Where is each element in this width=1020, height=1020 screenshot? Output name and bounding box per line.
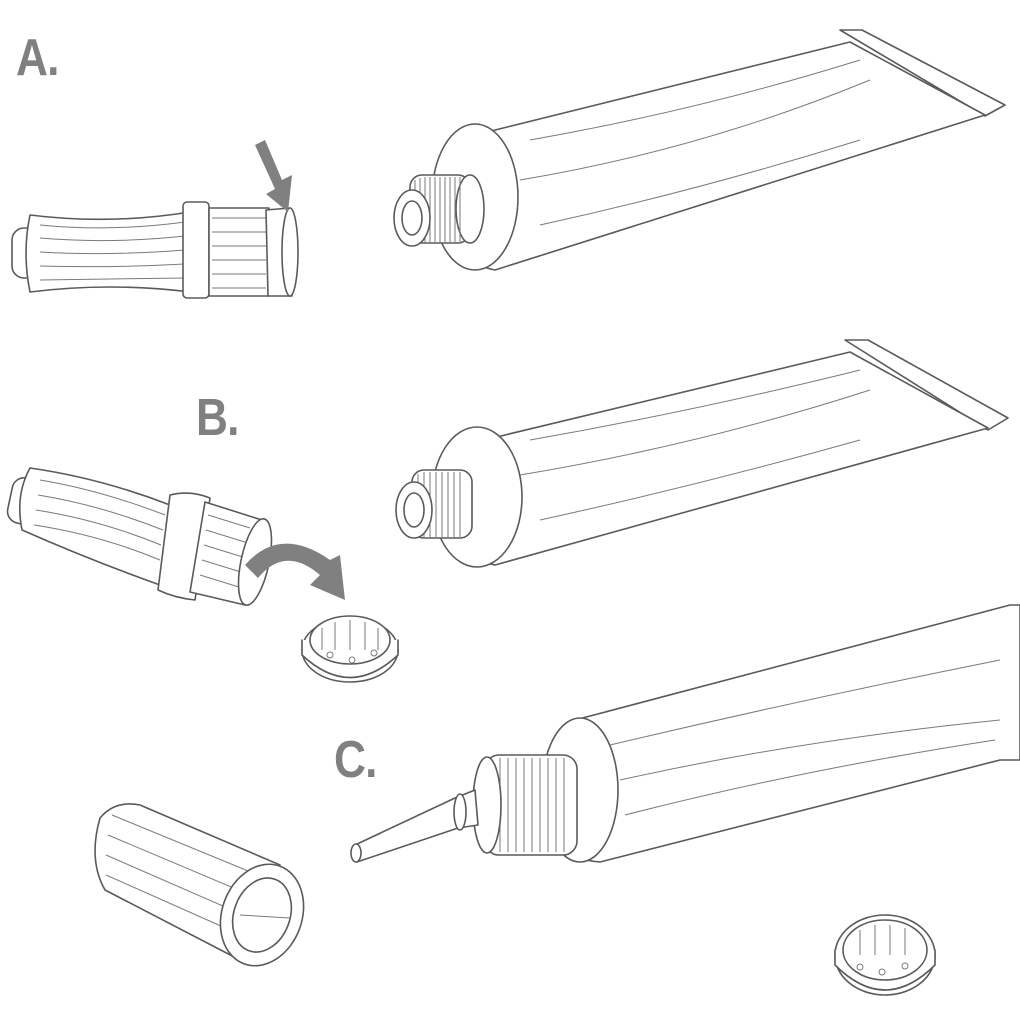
loose-cap xyxy=(834,914,936,996)
step-b-label: B. xyxy=(196,389,239,447)
arrow-down-icon xyxy=(255,140,292,212)
tube-b xyxy=(395,339,1009,568)
cap-c xyxy=(94,803,305,967)
tube-c xyxy=(350,604,1020,863)
tube-a xyxy=(393,29,1006,271)
step-a-label: A. xyxy=(16,29,59,87)
cap-a xyxy=(11,140,299,299)
cap-b xyxy=(6,467,399,683)
curved-arrow-icon xyxy=(245,543,345,600)
step-c-label: C. xyxy=(334,731,377,789)
